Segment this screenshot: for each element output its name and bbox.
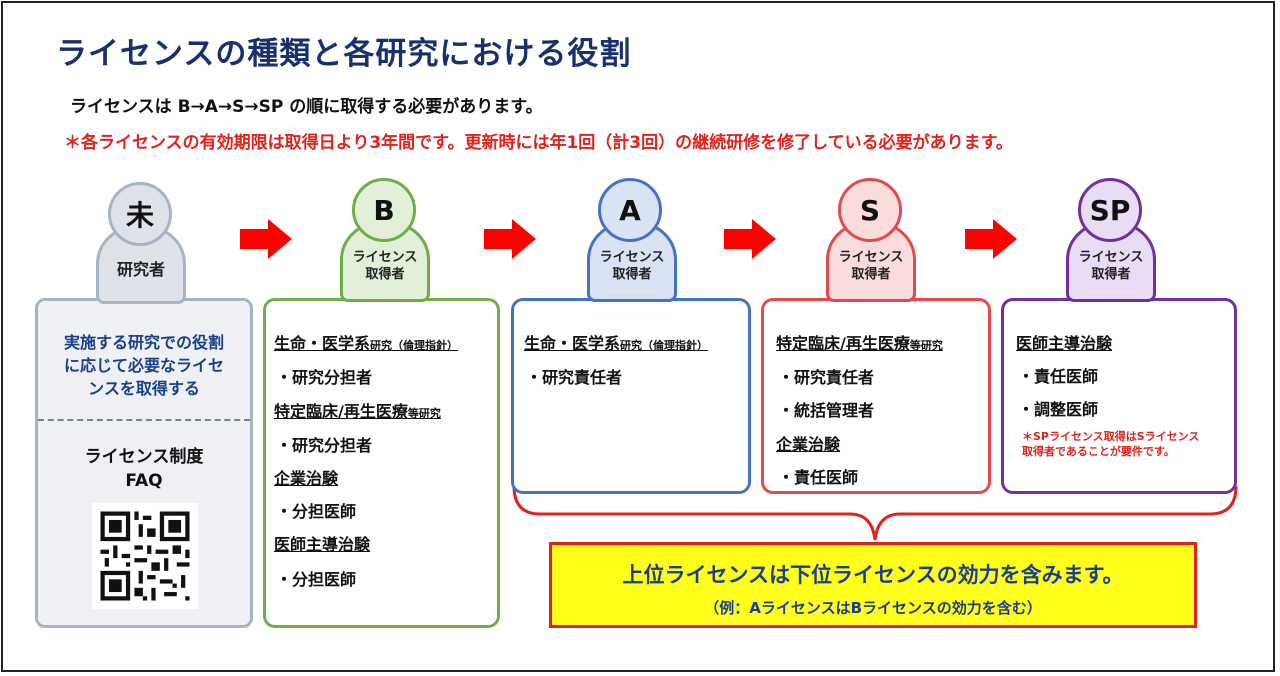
- order-subtitle: ライセンスは B→A→S→SP の順に取得する必要があります。: [70, 97, 543, 117]
- role-heading: 企業治験: [776, 435, 841, 454]
- faq-label[interactable]: ライセンス制度 FAQ: [38, 445, 250, 493]
- level-s-head: S: [838, 178, 902, 242]
- level-none-description: 実施する研究での役割 に応じて必要なライセ ンスを取得する: [38, 331, 250, 400]
- level-s-head-label: S: [859, 193, 881, 227]
- role-heading: 医師主導治験: [1016, 334, 1113, 353]
- sp-note-line: ＊SPライセンス取得はSライセンス: [1022, 430, 1200, 443]
- role-heading-text: 生命・医学系: [274, 334, 371, 353]
- role-item: ・分担医師: [276, 570, 357, 589]
- level-a-head-label: A: [619, 193, 641, 227]
- role-heading-suffix: 研究（倫理指針）: [370, 339, 459, 352]
- level-sp-body-line: ライセンス: [1078, 250, 1144, 265]
- role-heading: 企業治験: [274, 469, 339, 488]
- faq-line: ライセンス制度: [84, 447, 204, 467]
- role-heading: 特定臨床/再生医療等研究: [274, 398, 441, 422]
- role-heading: 生命・医学系研究（倫理指針）: [274, 330, 458, 354]
- sp-requirement-note: ＊SPライセンス取得はSライセンス 取得者であることが要件です。: [1022, 429, 1199, 459]
- level-a-card: 生命・医学系研究（倫理指針） ・研究責任者: [511, 298, 751, 494]
- level-sp-body-line: 取得者: [1091, 267, 1131, 282]
- arrow-right-icon: [724, 219, 776, 259]
- level-none-head: 未: [108, 182, 172, 246]
- role-item: ・研究責任者: [778, 368, 875, 387]
- faq-qr-code[interactable]: [92, 503, 198, 609]
- level-sp-card: 医師主導治験 ・責任医師 ・調整医師 ＊SPライセンス取得はSライセンス 取得者…: [1001, 298, 1237, 494]
- role-heading-text: 特定臨床/再生医療: [274, 402, 408, 421]
- level-a-body: ライセンス 取得者: [587, 222, 677, 302]
- role-heading-suffix: 研究（倫理指針）: [620, 339, 709, 352]
- role-item: ・責任医師: [778, 468, 859, 487]
- role-item: ・責任医師: [1018, 367, 1099, 386]
- level-sp-head-label: SP: [1089, 193, 1131, 227]
- role-heading-text: 特定臨床/再生医療: [776, 334, 910, 353]
- level-sp-body: ライセンス 取得者: [1066, 222, 1156, 302]
- role-item: ・統括管理者: [778, 401, 875, 420]
- role-item: ・研究分担者: [276, 436, 373, 455]
- arrow-right-icon: [965, 219, 1017, 259]
- level-a-body-line: 取得者: [612, 267, 652, 282]
- desc-line: ンスを取得する: [88, 379, 200, 398]
- desc-line: 実施する研究での役割: [63, 333, 224, 352]
- level-b-body-line: 取得者: [365, 267, 405, 282]
- arrow-right-icon: [484, 219, 536, 259]
- bracket-brace: [512, 485, 1238, 541]
- faq-line: FAQ: [125, 471, 163, 491]
- role-heading: 特定臨床/再生医療等研究: [776, 330, 943, 354]
- role-item: ・調整医師: [1018, 400, 1099, 419]
- level-b-head-label: B: [373, 193, 395, 227]
- role-item: ・分担医師: [276, 502, 357, 521]
- level-s-body-line: ライセンス: [838, 250, 904, 265]
- level-b-head: B: [352, 178, 416, 242]
- role-heading-suffix: 等研究: [407, 407, 441, 420]
- arrow-right-icon: [240, 219, 292, 259]
- role-heading-text: 生命・医学系: [524, 334, 621, 353]
- page-title: ライセンスの種類と各研究における役割: [56, 36, 632, 72]
- desc-line: に応じて必要なライセ: [63, 356, 224, 375]
- level-sp-head: SP: [1078, 178, 1142, 242]
- role-item: ・研究責任者: [526, 368, 623, 387]
- validity-note: ＊各ライセンスの有効期限は取得日より3年間です。更新時には年1回（計3回）の継続…: [64, 133, 1013, 153]
- level-b-card: 生命・医学系研究（倫理指針） ・研究分担者 特定臨床/再生医療等研究 ・研究分担…: [263, 298, 500, 628]
- role-item: ・研究分担者: [276, 368, 373, 387]
- level-s-card: 特定臨床/再生医療等研究 ・研究責任者 ・統括管理者 企業治験 ・責任医師: [761, 298, 991, 494]
- level-none-head-label: 未: [125, 199, 154, 232]
- level-none-card: 実施する研究での役割 に応じて必要なライセ ンスを取得する ライセンス制度 FA…: [35, 298, 253, 628]
- banner-main: 上位ライセンスは下位ライセンスの効力を含みます。: [622, 563, 1124, 587]
- level-b-body-line: ライセンス: [352, 250, 418, 265]
- level-b-body: ライセンス 取得者: [340, 222, 430, 302]
- role-heading-suffix: 等研究: [909, 339, 943, 352]
- level-a-head: A: [598, 178, 662, 242]
- level-s-body-line: 取得者: [851, 267, 891, 282]
- level-a-body-line: ライセンス: [599, 250, 665, 265]
- dashed-divider: [38, 419, 250, 421]
- level-none-body-label: 研究者: [116, 259, 165, 279]
- sp-note-line: 取得者であることが要件です。: [1022, 445, 1175, 458]
- hierarchy-banner: 上位ライセンスは下位ライセンスの効力を含みます。 （例：AライセンスはBライセン…: [549, 542, 1197, 628]
- banner-example: （例：AライセンスはBライセンスの効力を含む）: [704, 599, 1042, 617]
- role-heading: 医師主導治験: [274, 535, 371, 554]
- role-heading: 生命・医学系研究（倫理指針）: [524, 330, 708, 354]
